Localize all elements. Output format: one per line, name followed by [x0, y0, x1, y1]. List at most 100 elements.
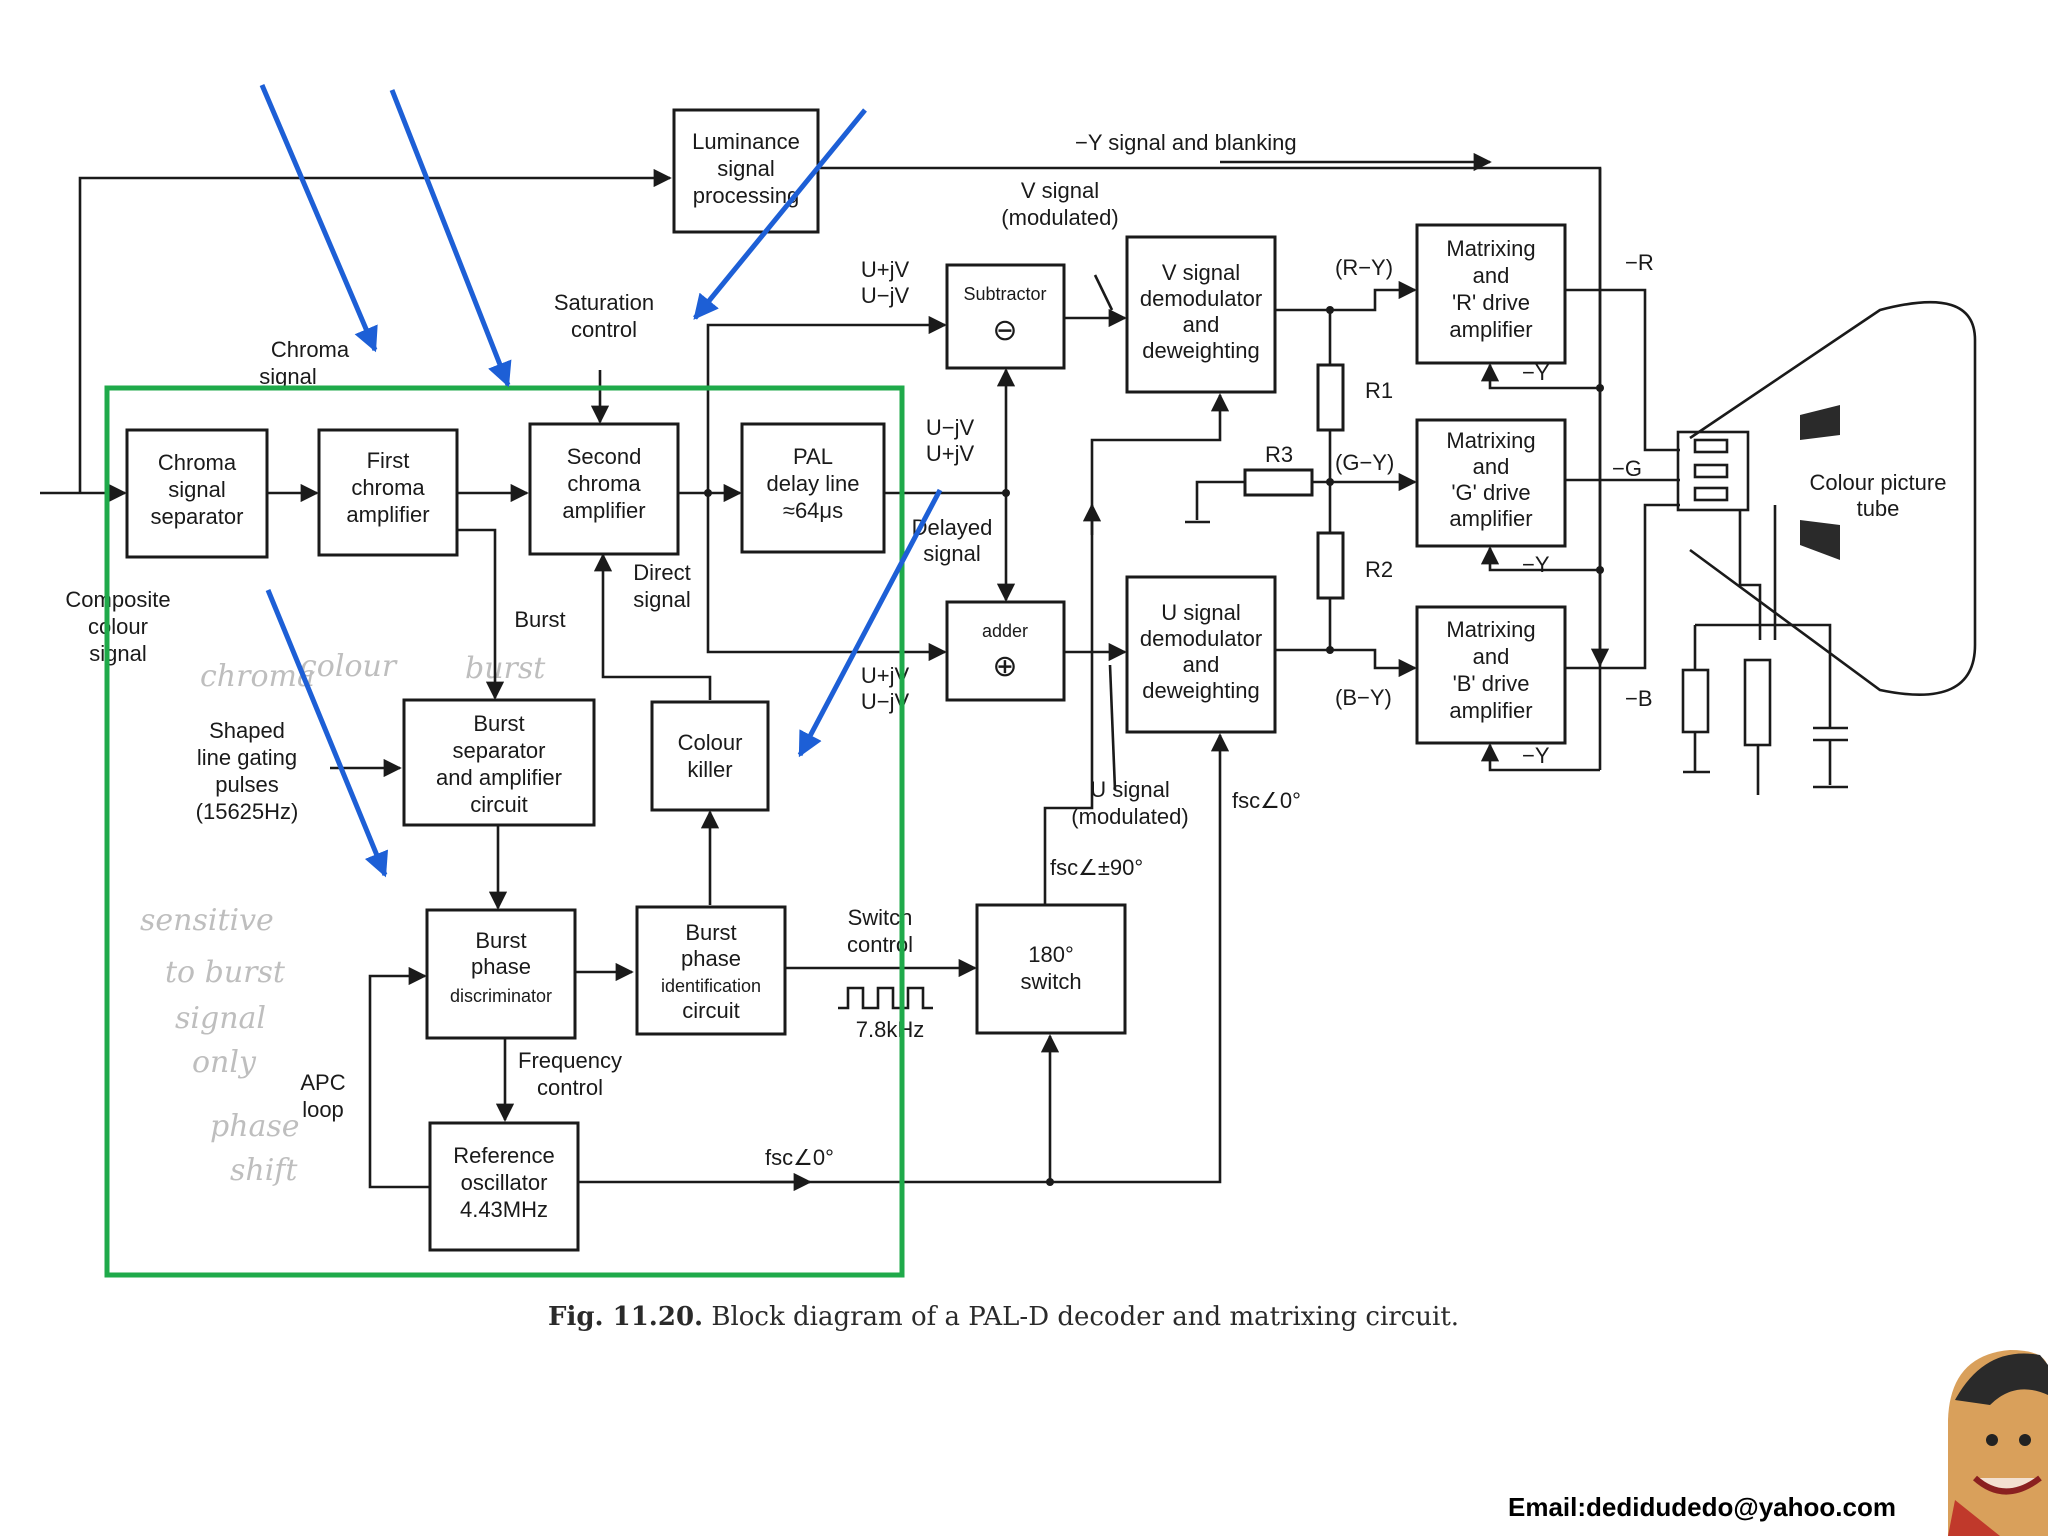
email-text: Email:dedidudedo@yahoo.com: [1508, 1492, 1896, 1522]
label-direct-1: Direct: [633, 560, 690, 585]
svg-text:Burst: Burst: [685, 920, 736, 945]
svg-text:and: and: [1473, 263, 1510, 288]
handwritten-notes: chroma colour sensitive to burst signal …: [140, 649, 546, 1188]
svg-text:and: and: [1183, 312, 1220, 337]
block-subtractor: Subtractor ⊖: [945, 263, 1066, 370]
svg-text:delay line: delay line: [767, 471, 860, 496]
svg-text:phase: phase: [471, 954, 531, 979]
label-fsc-90: fsc∠±90°: [1050, 855, 1143, 880]
note-sensitive: sensitive: [140, 903, 274, 938]
label-chroma-signal-1: Chroma: [271, 337, 350, 362]
svg-text:identification: identification: [661, 976, 761, 996]
svg-text:and amplifier: and amplifier: [436, 765, 562, 790]
svg-text:Burst: Burst: [473, 711, 524, 736]
highlight-box: [104, 385, 905, 1278]
tube-resistor-1: [1681, 668, 1710, 734]
svg-text:⊖: ⊖: [992, 314, 1017, 347]
pulse-train-glyph: [838, 986, 933, 1010]
block-r-matrixing: Matrixing and 'R' drive amplifier: [1415, 223, 1567, 365]
label-7-8khz: 7.8kHz: [856, 1017, 924, 1042]
svg-text:and: and: [1473, 644, 1510, 669]
label-delayed-2: signal: [923, 541, 980, 566]
svg-text:Matrixing: Matrixing: [1446, 236, 1535, 261]
label-uv-mid-1: U−jV: [926, 415, 975, 440]
label-r3: R3: [1265, 442, 1293, 467]
note-shift: shift: [230, 1153, 298, 1188]
label-tube-2: tube: [1857, 496, 1900, 521]
label-shaped-3: pulses: [215, 772, 279, 797]
svg-text:'G' drive: 'G' drive: [1451, 480, 1530, 505]
block-burst-phase-discriminator: Burst phase discriminator: [425, 908, 577, 1040]
wire-neg-b: [1565, 503, 1680, 670]
wire-neg-y-b: [1480, 743, 1600, 772]
svg-text:180°: 180°: [1028, 942, 1074, 967]
block-g-matrixing: Matrixing and 'G' drive amplifier: [1415, 418, 1567, 548]
svg-text:U signal: U signal: [1161, 600, 1240, 625]
svg-text:discriminator: discriminator: [450, 986, 552, 1006]
note-phase: phase: [210, 1109, 300, 1144]
label-saturation-2: control: [571, 317, 637, 342]
resistor-r3: [1243, 468, 1314, 497]
note-chroma: chroma: [200, 659, 315, 694]
wire-neg-r: [1565, 288, 1680, 452]
svg-text:Chroma: Chroma: [158, 450, 237, 475]
wire-r-y: [1275, 280, 1417, 312]
label-r1: R1: [1365, 378, 1393, 403]
svg-text:chroma: chroma: [351, 475, 425, 500]
svg-text:amplifier: amplifier: [1449, 698, 1532, 723]
svg-text:Matrixing: Matrixing: [1446, 428, 1535, 453]
svg-text:processing: processing: [693, 183, 799, 208]
tube-wire-3: [1695, 623, 1832, 700]
pointer-arrow-1: [259, 84, 378, 353]
label-shaped-4: (15625Hz): [196, 799, 299, 824]
label-fsc-right: fsc∠0°: [1232, 788, 1301, 813]
wire-switch-vdemod: [1043, 393, 1230, 905]
label-neg-y-3: −Y: [1522, 743, 1550, 768]
label-chroma-signal-2: signal: [259, 364, 316, 389]
block-luminance-processing: Luminance signal processing: [672, 108, 820, 234]
wire-killer-second: [593, 553, 712, 700]
svg-text:oscillator: oscillator: [461, 1170, 548, 1195]
pointer-arrow-2: [389, 89, 512, 388]
avatar: [1948, 1350, 2048, 1536]
label-shaped-2: line gating: [197, 745, 297, 770]
label-g-y: (G−Y): [1335, 450, 1394, 475]
pointer-arrow-5: [265, 589, 389, 878]
svg-text:killer: killer: [687, 757, 732, 782]
svg-text:V signal: V signal: [1162, 260, 1240, 285]
label-r-y: (R−Y): [1335, 255, 1393, 280]
label-uv-top-2: U−jV: [861, 283, 910, 308]
wire-direct-adder: [706, 493, 947, 662]
svg-text:Second: Second: [567, 444, 642, 469]
block-pal-delay-line: PAL delay line ≈64μs: [740, 422, 886, 554]
svg-text:signal: signal: [168, 477, 225, 502]
svg-text:circuit: circuit: [470, 792, 527, 817]
resistor-r2: [1316, 531, 1345, 600]
label-v-signal-1: V signal: [1021, 178, 1099, 203]
label-neg-y-1: −Y: [1522, 360, 1550, 385]
signal-labels: −Y signal and blanking V signal (modulat…: [65, 130, 1946, 1170]
block-colour-killer: Colour killer: [650, 700, 770, 812]
svg-text:circuit: circuit: [682, 998, 739, 1023]
pointer-arrow-4: [797, 488, 943, 758]
label-tube-1: Colour picture: [1810, 470, 1947, 495]
svg-text:deweighting: deweighting: [1142, 678, 1259, 703]
svg-text:demodulator: demodulator: [1140, 626, 1262, 651]
svg-text:Luminance: Luminance: [692, 129, 800, 154]
svg-text:demodulator: demodulator: [1140, 286, 1262, 311]
svg-text:amplifier: amplifier: [1449, 317, 1532, 342]
picture-tube-outline: [1689, 300, 1977, 696]
svg-text:4.43MHz: 4.43MHz: [460, 1197, 548, 1222]
pointer-arrow-3: [693, 108, 867, 320]
wire-direct-subtractor: [706, 315, 947, 493]
label-freq-control-2: control: [537, 1075, 603, 1100]
label-uv-top-1: U+jV: [861, 257, 910, 282]
pointer-u-signal: [1108, 664, 1117, 791]
label-b-y: (B−Y): [1335, 685, 1392, 710]
label-v-signal-2: (modulated): [1001, 205, 1118, 230]
svg-text:phase: phase: [681, 946, 741, 971]
label-burst: Burst: [514, 607, 565, 632]
note-burst: burst: [465, 651, 546, 686]
wire-r3-ground: [1195, 480, 1245, 520]
wire-b-y: [1275, 648, 1417, 678]
